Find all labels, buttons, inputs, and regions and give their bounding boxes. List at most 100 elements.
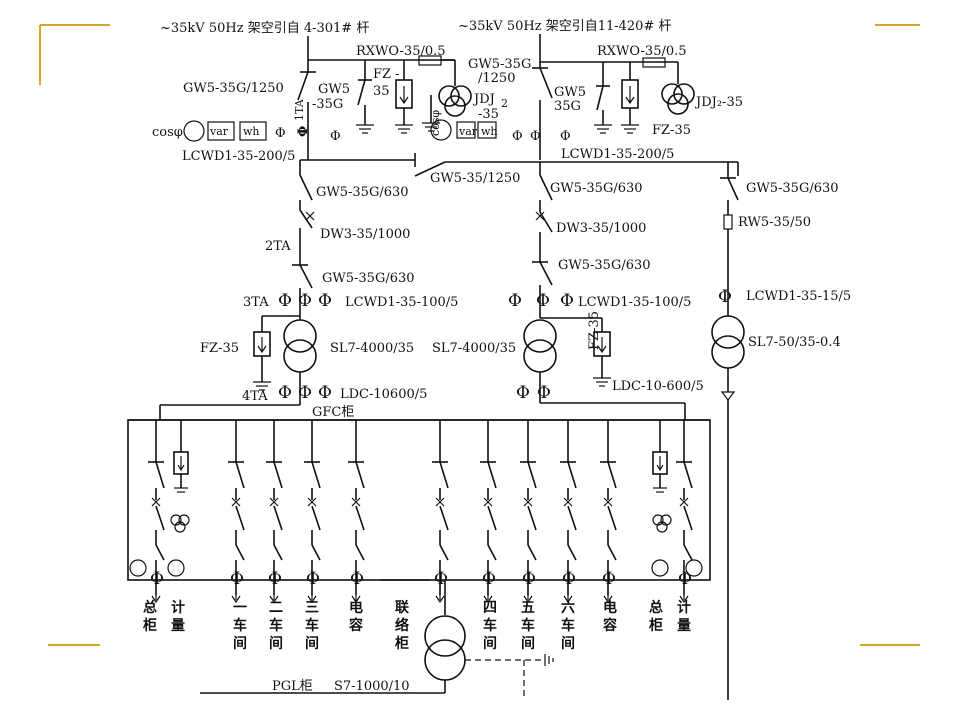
f1-transformer: SL7-4000/35 <box>330 341 414 356</box>
svg-text:Φ: Φ <box>508 291 522 311</box>
svg-text:Φ: Φ <box>298 291 312 311</box>
f2-ct: LCWD1-35-100/5 <box>578 295 691 310</box>
f2-breaker: DW3-35/1000 <box>556 221 646 236</box>
left-fz-top: FZ - <box>373 67 400 82</box>
left-ta1-label: 1TA <box>293 98 306 121</box>
svg-text:Φ: Φ <box>560 291 574 311</box>
bottom-transformer <box>200 580 554 700</box>
left-wh-label: wh <box>243 125 260 138</box>
right-fuse-label: RXWO-35/0.5 <box>597 44 687 59</box>
svg-text:Φ: Φ <box>318 383 332 403</box>
left-jdj-sub: 2 <box>501 97 508 110</box>
svg-text:Φ: Φ <box>434 569 448 589</box>
column-label-char: 车 <box>483 617 497 634</box>
column-label-char: 电 <box>349 599 363 616</box>
f1-ta4: 4TA <box>242 389 268 404</box>
column-label-char: 量 <box>677 618 691 634</box>
f1-gw-bot: GW5-35G/630 <box>322 271 415 286</box>
svg-text:Φ: Φ <box>330 129 341 144</box>
svg-text:Φ: Φ <box>482 569 496 589</box>
column-label-char: 车 <box>561 617 575 634</box>
svg-text:Φ: Φ <box>560 129 571 144</box>
column-label-char: 总 <box>143 599 157 616</box>
slide-decoration <box>39 24 920 646</box>
right-incomer: Φ Φ <box>530 34 695 160</box>
left-fz-bot: 35 <box>373 84 390 99</box>
svg-text:Φ: Φ <box>562 569 576 589</box>
column-label-char: 络 <box>395 617 409 634</box>
column-label-char: 柜 <box>143 617 157 634</box>
left-cos2-label: cosφ <box>429 110 442 136</box>
svg-text:Φ: Φ <box>278 291 292 311</box>
left-ct-label: LCWD1-35-200/5 <box>182 149 295 164</box>
column-label-char: 量 <box>171 618 185 634</box>
right-gw-small-a: GW5 <box>554 85 586 100</box>
feeder-3: Φ <box>711 162 745 700</box>
f2-gw-bot: GW5-35G/630 <box>558 258 651 273</box>
f3-gw: GW5-35G/630 <box>746 181 839 196</box>
column-label-char: 一 <box>233 600 247 616</box>
column-label-char: 容 <box>602 617 617 634</box>
column-label-char: 总 <box>649 599 663 616</box>
column-label-char: 联 <box>395 600 410 616</box>
column-label-char: 间 <box>233 635 247 652</box>
right-fz-label: FZ-35 <box>652 123 691 138</box>
svg-text:Φ: Φ <box>718 287 732 307</box>
right-gw-a: GW5-35G <box>468 57 531 72</box>
switchgear-lineup <box>127 402 711 581</box>
left-wh2-label: wh <box>481 125 498 138</box>
f1-cabinet: GFC柜 <box>312 405 354 420</box>
svg-text:Φ: Φ <box>318 291 332 311</box>
column-label-char: 间 <box>269 635 283 652</box>
f1-ldc: LDC-10600/5 <box>340 387 427 402</box>
column-label-char: 二 <box>269 600 283 616</box>
left-cos-label: cosφ <box>152 125 183 140</box>
svg-text:Φ: Φ <box>275 126 286 141</box>
svg-text:Φ: Φ <box>537 383 551 403</box>
f1-ct: LCWD1-35-100/5 <box>345 295 458 310</box>
svg-text:Φ: Φ <box>536 291 550 311</box>
column-label-char: 计 <box>171 599 185 616</box>
left-gw-small-b: -35G <box>312 97 343 112</box>
source-right-label: ~35kV 50Hz 架空引自11-420# 杆 <box>458 19 671 34</box>
column-label-char: 六 <box>561 599 575 616</box>
column-label-char: 容 <box>348 617 363 634</box>
left-jdj-b: -35 <box>478 107 499 122</box>
column-label-char: 车 <box>305 617 319 634</box>
bus-35kv <box>300 153 739 177</box>
column-label-char: 车 <box>521 617 535 634</box>
svg-text:Φ: Φ <box>268 569 282 589</box>
f1-ta3: 3TA <box>243 295 269 310</box>
svg-text:Φ: Φ <box>306 569 320 589</box>
f1-fz: FZ-35 <box>200 341 239 356</box>
f2-ldc: LDC-10-600/5 <box>612 379 704 394</box>
svg-text:Φ: Φ <box>522 569 536 589</box>
left-gw-label: GW5-35G/1250 <box>183 81 284 96</box>
svg-text:Φ: Φ <box>512 129 523 144</box>
left-incomer: Φ Φ Φ Φ <box>183 36 523 160</box>
column-label-char: 间 <box>483 635 497 652</box>
svg-text:Φ: Φ <box>516 383 530 403</box>
column-label-char: 车 <box>269 617 283 634</box>
f2-gw-top: GW5-35G/630 <box>550 181 643 196</box>
right-ct-label: LCWD1-35-200/5 <box>561 147 674 162</box>
svg-text:Φ: Φ <box>230 569 244 589</box>
f2-fz: FZ-35 <box>587 311 602 350</box>
f2-transformer: SL7-4000/35 <box>432 341 516 356</box>
source-left-label: ~35kV 50Hz 架空引自 4-301# 杆 <box>160 21 369 36</box>
left-var2-label: var <box>458 125 478 138</box>
f1-breaker: DW3-35/1000 <box>320 227 410 242</box>
right-gw-b: /1250 <box>478 71 515 86</box>
svg-text:Φ: Φ <box>296 126 311 137</box>
column-label-char: 柜 <box>649 617 663 634</box>
right-jdj-label: JDJ₂-35 <box>694 95 743 110</box>
svg-text:Φ: Φ <box>278 383 292 403</box>
column-label-char: 间 <box>561 635 575 652</box>
svg-text:Φ: Φ <box>678 569 692 589</box>
svg-text:Φ: Φ <box>298 383 312 403</box>
column-label-char: 间 <box>305 635 319 652</box>
